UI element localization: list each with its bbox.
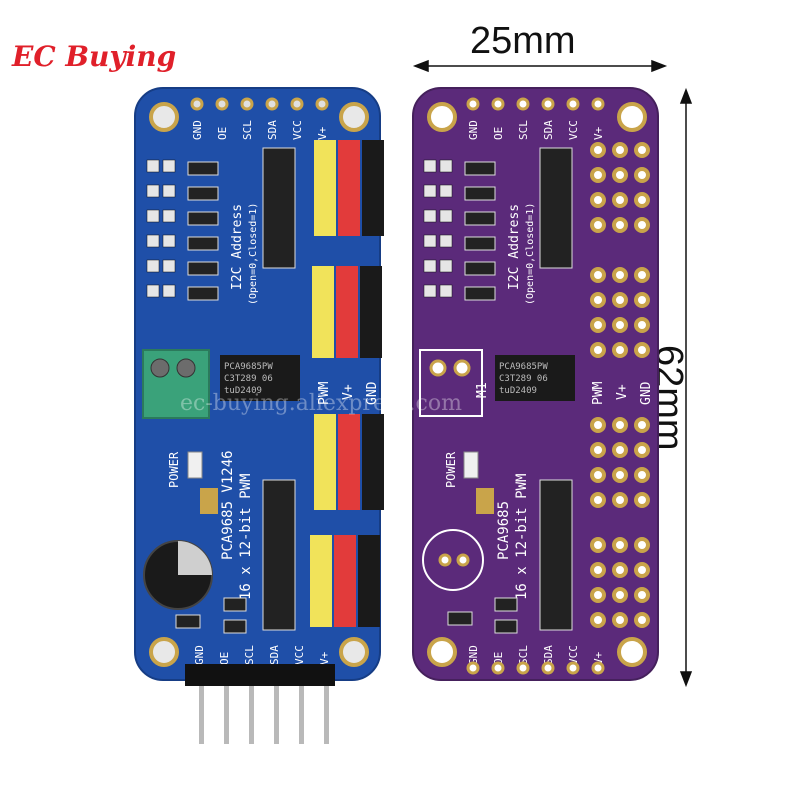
blue-servo-header-2 [312,266,382,358]
purple-top-pin-sda: SDA [542,120,555,140]
purple-top-pin-vplus: V+ [592,126,605,140]
purple-bottom-pin-gnd: GND [467,645,480,665]
purple-gnd-label: GND [639,381,654,405]
svg-text:C3T289 06: C3T289 06 [224,374,273,384]
purple-address-sub: (Open=0,Closed=1) [525,203,536,305]
purple-bottom-pin-sda: SDA [542,645,555,665]
purple-bottom-pin-oe: OE [492,652,505,665]
blue-servo-header-1 [314,140,384,236]
purple-address-label: I2C Address [507,204,522,290]
blue-top-pin-sda: SDA [266,120,279,140]
purple-top-pin-vcc: VCC [567,120,580,140]
blue-address-sub: (Open=0,Closed=1) [248,203,259,305]
blue-gnd-label: GND [365,381,380,405]
brand-logo: EC Buying [12,40,177,73]
purple-bottom-pin-scl: SCL [517,645,530,665]
purple-pca9685-chip: PCA9685PW C3T289 06 tuD2409 [495,355,575,401]
purple-model-label: PCA9685 [496,501,512,560]
blue-top-pin-vcc: VCC [291,120,304,140]
blue-bottom-pin-gnd: GND [193,645,206,665]
blue-bottom-pin-vcc: VCC [293,645,306,665]
blue-bottom-pin-sda: SDA [268,645,281,665]
blue-pca9685-chip: PCA9685PW C3T289 06 tuD2409 [220,355,300,401]
purple-power-label: POWER [444,451,458,488]
blue-bottom-pin-oe: OE [218,652,231,665]
blue-board: GND OE SCL SDA VCC V+ I2C Address (Open=… [134,87,384,744]
purple-pwm-label: PWM [591,381,606,405]
svg-text:PCA9685PW: PCA9685PW [499,362,548,372]
purple-top-pin-gnd: GND [467,120,480,140]
width-dimension-label: 25mm [470,20,576,62]
blue-top-pin-scl: SCL [241,120,254,140]
watermark: ec-buying.aliexpress.com [180,391,462,416]
purple-header-holes [590,142,650,628]
blue-terminal-block [142,349,210,419]
svg-text:PCA9685PW: PCA9685PW [224,362,273,372]
purple-board: GND OE SCL SDA VCC V+ I2C Address (Open=… [412,87,659,681]
blue-address-label: I2C Address [230,204,245,290]
blue-power-label: POWER [167,451,181,488]
purple-capacitor-footprint [422,529,484,591]
svg-text:tuD2409: tuD2409 [499,386,537,396]
blue-bottom-pin-vplus: V+ [318,651,331,665]
blue-top-pin-vplus: V+ [316,126,329,140]
blue-bottom-pin-scl: SCL [243,645,256,665]
purple-m1-label: M1 [475,382,490,398]
purple-bottom-pin-vplus: V+ [592,651,605,665]
height-arrow [679,87,693,688]
svg-text:tuD2409: tuD2409 [224,386,262,396]
width-arrow [412,59,668,73]
blue-bottom-header [185,664,335,744]
blue-model-label: PCA9685 V1246 [220,450,236,560]
blue-top-pin-oe: OE [216,127,229,140]
purple-top-pin-scl: SCL [517,120,530,140]
purple-terminal-footprint [419,349,483,417]
blue-pwm-label: PWM [317,381,332,405]
purple-pwm-desc: 16 x 12-bit PWM [514,474,530,600]
blue-capacitor [143,540,213,610]
svg-text:C3T289 06: C3T289 06 [499,374,548,384]
blue-pwm-desc: 16 x 12-bit PWM [238,474,254,600]
purple-vplus-label: V+ [615,384,630,400]
purple-bottom-pin-vcc: VCC [567,645,580,665]
blue-servo-header-4 [310,535,380,627]
blue-vplus-label: V+ [341,384,356,400]
blue-top-pin-gnd: GND [191,120,204,140]
purple-top-pin-oe: OE [492,127,505,140]
blue-servo-header-3 [314,414,384,510]
